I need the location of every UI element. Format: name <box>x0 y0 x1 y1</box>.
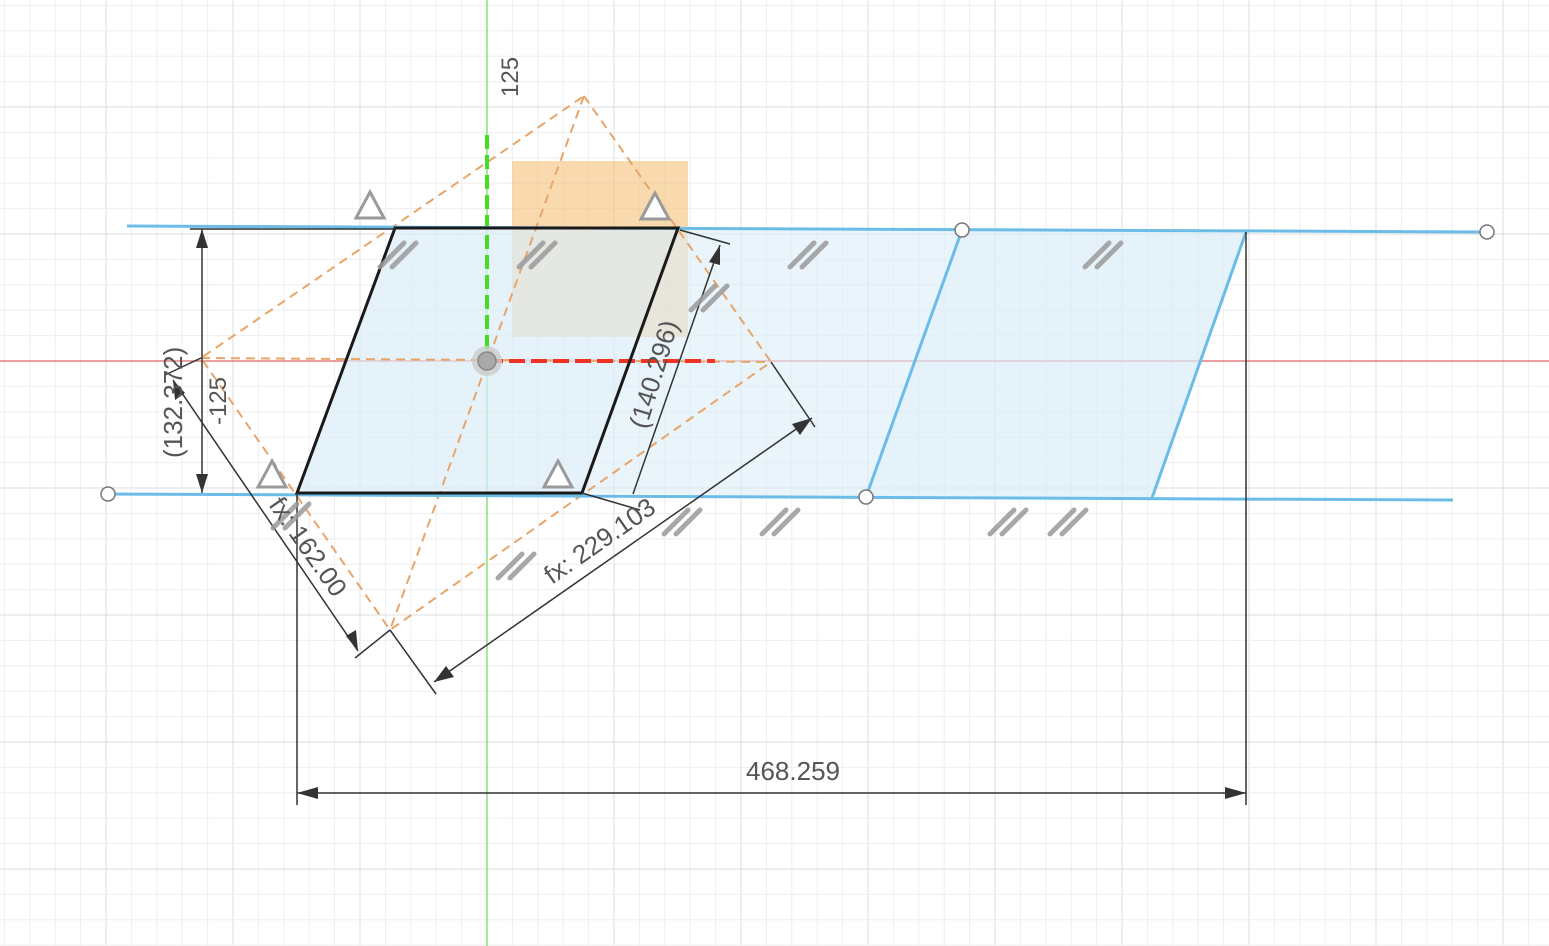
parallel-icon[interactable] <box>270 501 312 531</box>
construction-diagonal-1[interactable] <box>389 95 585 631</box>
sketch-points[interactable] <box>100 222 1495 505</box>
parallel-icon[interactable] <box>516 240 558 270</box>
dimension-construction-length[interactable]: fx: 229.103 <box>538 492 661 590</box>
constraint-glyphs[interactable] <box>255 188 1124 581</box>
triangle-icon[interactable] <box>353 188 387 220</box>
parallel-icon[interactable] <box>377 240 419 270</box>
profile-fill-right[interactable] <box>866 230 1246 498</box>
middle-slanted-line[interactable] <box>864 229 964 498</box>
point-icon[interactable] <box>1479 224 1495 240</box>
bottom-construction-line[interactable] <box>107 492 1454 502</box>
triangle-icon[interactable] <box>255 457 289 489</box>
x-axis-negative-label: -125 <box>205 377 232 425</box>
y-axis-label: 125 <box>497 57 524 97</box>
parallel-icon[interactable] <box>1047 507 1089 537</box>
point-icon[interactable] <box>100 486 116 502</box>
triangle-icon[interactable] <box>638 189 672 221</box>
construction-rectangle[interactable] <box>199 94 773 632</box>
parallel-icon[interactable] <box>787 240 829 270</box>
dimension-geometry <box>164 228 1247 805</box>
origin-icon[interactable] <box>472 346 502 376</box>
parallel-icon[interactable] <box>759 507 801 537</box>
parallel-icon[interactable] <box>688 283 730 313</box>
point-icon[interactable] <box>858 489 874 505</box>
right-slanted-line[interactable] <box>1150 231 1248 499</box>
top-construction-line[interactable] <box>126 224 1488 234</box>
parallel-icon[interactable] <box>661 507 703 537</box>
parallel-icon[interactable] <box>495 551 537 581</box>
triangle-icon[interactable] <box>541 457 575 489</box>
dimension-arrowheads <box>173 229 1246 799</box>
point-icon[interactable] <box>954 222 970 238</box>
parallel-icon[interactable] <box>987 507 1029 537</box>
parallel-icon[interactable] <box>1082 240 1124 270</box>
sketch-lines[interactable] <box>107 224 1488 502</box>
dimension-height-reference[interactable]: (132.372) <box>158 347 188 458</box>
dimension-overall-width[interactable]: 468.259 <box>746 756 840 786</box>
